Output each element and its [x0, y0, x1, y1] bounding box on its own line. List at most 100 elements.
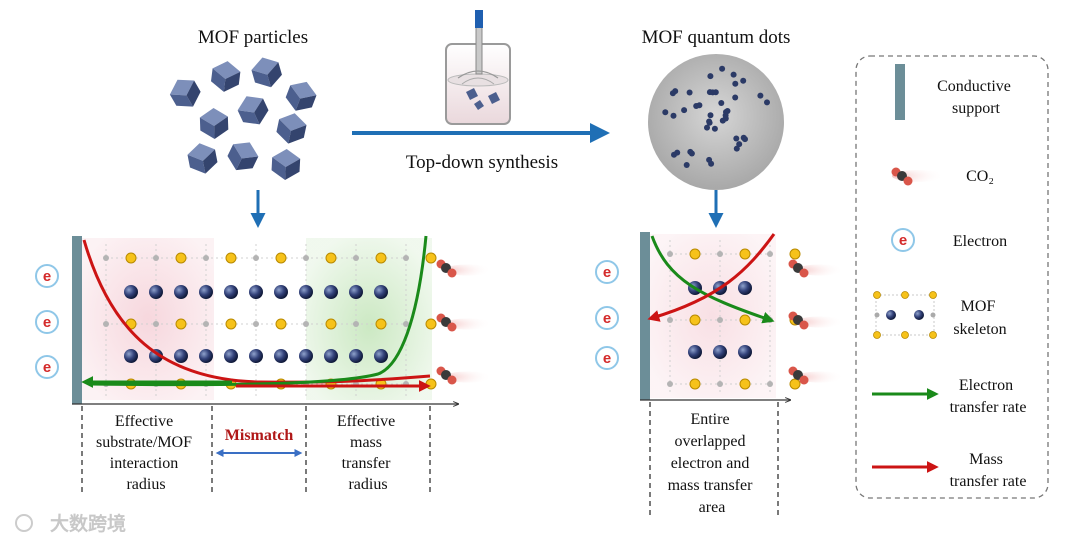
metal-node	[425, 378, 437, 390]
legend-electron-label: Electron	[953, 233, 1007, 250]
quantum-dot	[662, 109, 669, 116]
cluster-sphere	[274, 349, 288, 363]
mof-particle-cube	[169, 79, 201, 107]
mof-particles-cluster	[169, 57, 317, 180]
mof-quantum-dots-title: MOF quantum dots	[642, 27, 791, 48]
quantum-dot	[683, 162, 690, 168]
cluster-sphere	[199, 285, 213, 299]
linker-node	[303, 321, 309, 327]
metal-node	[375, 318, 387, 330]
quantum-dot	[740, 134, 747, 141]
legend-conductive-label: Conductive support	[937, 78, 1015, 117]
quantum-dot	[686, 89, 693, 96]
quantum-dot	[722, 115, 729, 122]
quantum-dot	[718, 100, 725, 106]
cluster-sphere	[199, 349, 213, 363]
cluster-sphere	[249, 285, 263, 299]
cluster-sphere	[224, 285, 238, 299]
left-mass-curve	[82, 239, 431, 384]
co2-molecule-icon	[436, 366, 492, 385]
quantum-dot	[704, 124, 710, 131]
left-schematic	[72, 235, 458, 404]
metal-node	[789, 378, 801, 390]
beaker-icon	[445, 10, 511, 125]
linker-node	[103, 255, 109, 261]
linker-node	[253, 255, 259, 261]
mof-particle-cube	[237, 96, 269, 125]
metal-node	[789, 248, 801, 260]
metal-node	[225, 252, 237, 264]
quantum-dot	[709, 89, 716, 96]
svg-text:e: e	[43, 314, 51, 331]
electron-icon: e	[35, 310, 59, 334]
cluster-sphere	[174, 349, 188, 363]
linker-node	[103, 321, 109, 327]
cluster-sphere	[713, 345, 727, 359]
electron-icon: e	[595, 260, 619, 284]
co2-molecule-icon	[788, 311, 844, 330]
left-region-dividers	[81, 406, 431, 496]
quantum-dot	[764, 99, 770, 106]
conductive-support-right	[640, 232, 650, 400]
legend-mass-rate-label: Mass transfer rate	[950, 451, 1027, 490]
legend-co2-icon	[891, 167, 944, 186]
right-schematic	[640, 232, 801, 400]
cluster-sphere	[688, 345, 702, 359]
cluster-sphere	[299, 349, 313, 363]
right-region-dividers	[649, 402, 779, 516]
linker-node	[717, 317, 723, 323]
cluster-sphere	[249, 349, 263, 363]
quantum-dot	[708, 160, 715, 167]
metal-node	[275, 252, 287, 264]
quantum-dot	[681, 107, 688, 114]
mof-particle-cube	[211, 61, 241, 92]
metal-node	[425, 252, 437, 264]
metal-node	[689, 378, 701, 390]
metal-node	[739, 378, 751, 390]
linker-node	[153, 255, 159, 261]
legend-conductive-icon	[895, 64, 905, 120]
mof-particle-cube	[251, 57, 282, 88]
quantum-dot	[670, 112, 677, 119]
interaction-radius-label: Effective substrate/MOF interaction radi…	[96, 413, 196, 493]
left-electron-curve	[89, 235, 428, 387]
cluster-sphere	[738, 281, 752, 295]
mof-particle-cube	[276, 113, 307, 144]
metal-node	[375, 252, 387, 264]
linker-node	[717, 251, 723, 257]
linker-node	[717, 381, 723, 387]
right-mass-curve	[647, 233, 776, 322]
watermark-logo-icon	[15, 514, 33, 532]
mof-particle-cube	[285, 81, 317, 111]
cluster-sphere	[224, 349, 238, 363]
electron-icon: e	[35, 264, 59, 288]
linker-node	[303, 255, 309, 261]
cluster-sphere	[149, 285, 163, 299]
legend: Conductive support CO₂ e Electron	[855, 55, 1049, 499]
linker-node	[353, 321, 359, 327]
quantum-dot	[707, 112, 714, 119]
linker-node	[153, 321, 159, 327]
cluster-sphere	[299, 285, 313, 299]
linker-node	[667, 251, 673, 257]
quantum-dot	[732, 80, 739, 87]
metal-node	[125, 252, 137, 264]
quantum-dot	[706, 118, 713, 125]
quantum-dot	[707, 73, 714, 80]
quantum-dot	[730, 71, 737, 78]
quantum-dot	[733, 145, 740, 152]
svg-text:e: e	[43, 359, 51, 376]
co2-molecule-icon	[788, 366, 844, 385]
quantum-dots-disk	[648, 54, 784, 190]
co2-molecule-icon	[436, 259, 492, 278]
metal-node	[689, 314, 701, 326]
metal-node	[425, 318, 437, 330]
linker-node	[253, 321, 259, 327]
quantum-dot	[671, 151, 677, 158]
cluster-sphere	[274, 285, 288, 299]
quantum-dot	[693, 103, 700, 109]
linker-node	[403, 255, 409, 261]
quantum-dot	[672, 88, 679, 95]
metal-node	[275, 318, 287, 330]
